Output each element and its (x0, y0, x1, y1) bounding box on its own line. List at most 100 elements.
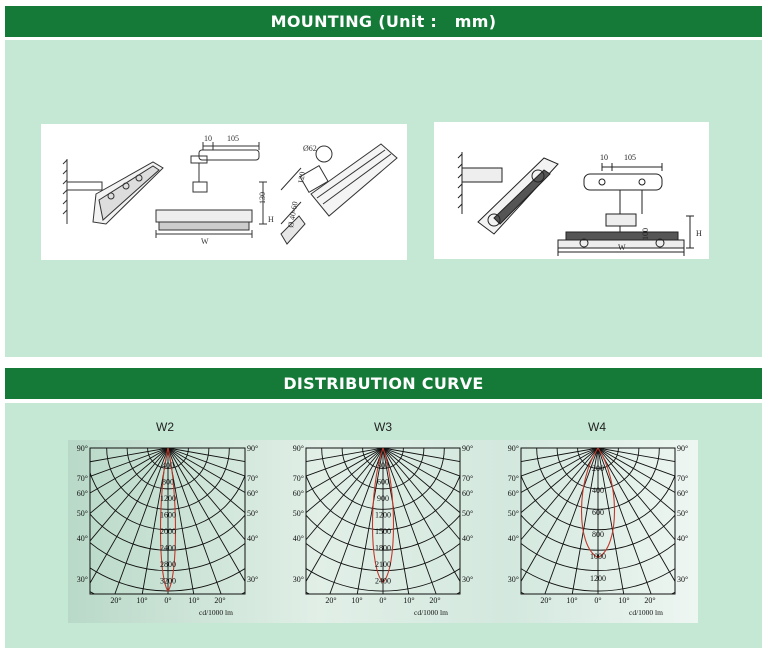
chart-w3-angle-left: 70° (293, 474, 304, 483)
chart-w4-ring (521, 473, 675, 531)
chart-w3-radial-label: 1500 (375, 527, 391, 536)
chart-w4-ring (577, 448, 619, 469)
chart-w4-angle-right: 70° (677, 474, 688, 483)
chart-w4-ray (597, 447, 676, 541)
chart-w4-ring (521, 567, 675, 592)
chart-w2-ray (89, 447, 169, 477)
chart-w4-ray (520, 447, 599, 582)
chart-w4-angle-left: 50° (508, 509, 519, 518)
chart-w3-ray (305, 447, 384, 582)
chart-w4-angle-right: 50° (677, 509, 688, 518)
chart-w4-angle-right: 60° (677, 489, 688, 498)
chart-w2-bottom-tick: 10° (136, 596, 147, 605)
chart-w4-ray (597, 447, 676, 513)
chart-w3-angle-right: 40° (462, 534, 473, 543)
chart-w4-title: W4 (588, 420, 606, 434)
chart-w4-ray (544, 447, 599, 595)
chart-w3-ray (382, 447, 410, 595)
chart-w3-ring (306, 473, 460, 531)
chart-w2-angle-right: 60° (247, 489, 258, 498)
chart-w3-angle-right: 50° (462, 509, 473, 518)
chart-w4-ray (597, 447, 676, 463)
chart-w4-angle-left: 40° (508, 534, 519, 543)
chart-w2-angle-right: 40° (247, 534, 258, 543)
chart-w4-angle-right: 40° (677, 534, 688, 543)
mounting-title: MOUNTING (Unit : mm) (270, 12, 497, 31)
chart-w4-radial-label: 400 (592, 486, 604, 495)
chart-w3-ray (382, 447, 461, 513)
chart-w3-title: W3 (374, 420, 392, 434)
left-dim-a: 10 (204, 134, 212, 143)
mounting-panel: 10 105 130 H W Ø62 120 Ø 40-60 (5, 40, 762, 357)
chart-w3-angle-left: 40° (293, 534, 304, 543)
chart-w4-curve (580, 447, 616, 559)
left-dim-w: W (201, 237, 209, 246)
chart-w3-ray (305, 447, 384, 541)
chart-w4-unit: cd/1000 lm (629, 608, 663, 617)
chart-w2-ray (167, 447, 222, 595)
chart-w3-angle-right: 70° (462, 474, 473, 483)
chart-w4-angle-right: 90° (677, 444, 688, 453)
chart-w2-ring (147, 448, 189, 469)
chart-w4-ray (520, 447, 599, 463)
chart-w3-ring (341, 448, 425, 490)
chart-w4-angle-left: 70° (508, 474, 519, 483)
chart-w4-bottom-tick: 0° (594, 596, 601, 605)
chart-w2-angle-left: 50° (77, 509, 88, 518)
chart-w2-curve (159, 447, 177, 593)
chart-w4-radial-label: 1200 (590, 574, 606, 583)
chart-w2-angle-right: 30° (247, 575, 258, 584)
chart-w4-bottom-tick: 10° (618, 596, 629, 605)
chart-w4-ray (597, 447, 652, 595)
chart-w2-bottom-tick: 20° (214, 596, 225, 605)
chart-w2-radial-label: 800 (162, 477, 174, 486)
chart-w3-angle-left: 60° (293, 489, 304, 498)
chart-w2-ray (167, 447, 246, 541)
mounting-drawing-left: 10 105 130 H W Ø62 120 Ø 40-60 (41, 124, 407, 260)
chart-w2-angle-left: 30° (77, 575, 88, 584)
mounting-header: MOUNTING (Unit : mm) (5, 6, 762, 37)
chart-w4-ray (520, 447, 599, 541)
chart-w2-ray (114, 447, 169, 595)
chart-w3-angle-right: 90° (462, 444, 473, 453)
left-dim-height: 130 (258, 192, 267, 204)
right-dim-h: H (696, 229, 702, 238)
chart-w3-radial-label: 600 (377, 477, 389, 486)
chart-w3-radial-label: 1200 (375, 510, 391, 519)
chart-w3-bottom-tick: 10° (351, 596, 362, 605)
chart-w4-ray (520, 447, 599, 513)
chart-w4-radial-label: 1000 (590, 552, 606, 561)
chart-w4-ring (521, 514, 675, 551)
right-dim-b: 105 (624, 153, 636, 162)
chart-w4-angle-left: 60° (508, 489, 519, 498)
left-dim-b: 105 (227, 134, 239, 143)
chart-w3-bottom-tick: 20° (429, 596, 440, 605)
chart-w2-radial-label: 2400 (160, 543, 176, 552)
chart-w3-bottom-tick: 10° (403, 596, 414, 605)
chart-w2-ray (89, 447, 169, 463)
distribution-title: DISTRIBUTION CURVE (283, 374, 484, 393)
chart-w2-bottom-tick: 0° (164, 596, 171, 605)
chart-w2-radial-label: 1200 (160, 494, 176, 503)
chart-w4-ring (556, 448, 640, 490)
chart-w3-radial-label: 2400 (375, 576, 391, 585)
chart-w2-radial-label: 3200 (160, 576, 176, 585)
mounting-drawing-left-svg: 10 105 130 H W Ø62 120 Ø 40-60 (62, 134, 398, 246)
chart-w4-radial-label: 600 (592, 508, 604, 517)
distribution-header: DISTRIBUTION CURVE (5, 368, 762, 399)
chart-w4-ray (571, 447, 599, 595)
chart-w4-bottom-tick: 20° (540, 596, 551, 605)
right-dim-a: 10 (600, 153, 608, 162)
chart-w3-ray (305, 447, 384, 513)
chart-w3-ray (382, 447, 437, 595)
chart-w3-angle-left: 90° (293, 444, 304, 453)
right-dim-height: 100 (641, 228, 650, 240)
chart-w2-radial-label: 1600 (160, 510, 176, 519)
chart-w4-radial-label: 800 (592, 530, 604, 539)
left-dim-h: H (268, 215, 274, 224)
chart-w2-ray (89, 447, 169, 494)
chart-w3-ray (356, 447, 384, 595)
chart-w4-ring (521, 542, 675, 572)
mounting-drawing-right: 10 105 100 H W (434, 122, 709, 259)
chart-w4-bottom-tick: 20° (644, 596, 655, 605)
